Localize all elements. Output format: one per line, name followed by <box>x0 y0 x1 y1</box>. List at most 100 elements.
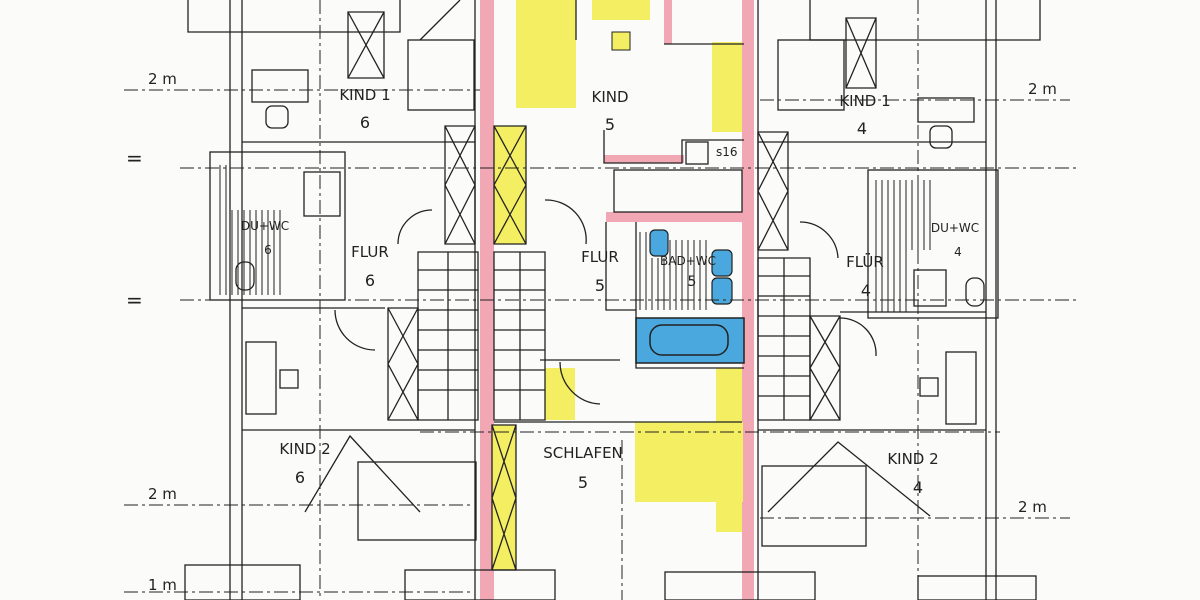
room-name-kind2-left: KIND 2 <box>279 440 331 458</box>
dusche-right-box <box>867 169 999 319</box>
slope-top-left <box>419 0 461 41</box>
bottom-box-1 <box>184 564 301 600</box>
desk-kind2-right <box>945 351 977 425</box>
room-number-flur-left: 6 <box>364 271 376 290</box>
center-hall-wall <box>605 222 636 311</box>
room-number-kind2-right: 4 <box>912 478 924 497</box>
room-name-kind2-right: KIND 2 <box>887 450 939 468</box>
slope-kind2-right <box>767 441 931 517</box>
room-name-kind1-left: KIND 1 <box>339 86 391 104</box>
room-name-flur-left: FLUR <box>351 243 389 261</box>
desk-kind1-right <box>917 97 975 123</box>
door-flur-left <box>334 309 376 351</box>
stair-left <box>417 251 479 421</box>
door-flur-right <box>799 221 839 259</box>
party-wall-upper <box>604 155 684 163</box>
wardrobe-left-1 <box>444 125 476 245</box>
closet-mid-right <box>716 368 742 422</box>
chair-kind1-right <box>929 125 953 149</box>
bed-kind2-right <box>761 465 867 547</box>
bed-kind2-left <box>357 461 477 541</box>
desk-kind1-left <box>251 69 309 103</box>
top-wall-left <box>187 0 401 33</box>
door-kind1-left <box>397 209 433 245</box>
room-number-dusche-left: 6 <box>264 243 272 257</box>
wardrobe-left-2 <box>387 307 419 421</box>
bed-kind1-right <box>777 39 845 111</box>
room-number-flur-right: 4 <box>860 281 872 300</box>
bathtub-inner <box>649 324 729 356</box>
dimension-2m-top-left: 2 m <box>148 70 177 88</box>
dusche-left-hatch <box>219 165 281 295</box>
washbasin <box>649 229 669 257</box>
door-schlafen <box>559 361 601 405</box>
toilet <box>711 249 733 277</box>
sink-left <box>235 261 255 291</box>
closet-bottom-left <box>492 425 516 570</box>
shaft-marker-label: s16 <box>716 145 738 159</box>
door-right-low <box>839 317 877 357</box>
closet-bottom-right-2 <box>716 502 742 532</box>
room-number-schlafen-center: 5 <box>577 473 589 492</box>
bidet <box>711 277 733 305</box>
tray-left <box>303 171 341 217</box>
room-number-kind1-right: 4 <box>856 119 868 138</box>
bottom-box-2 <box>404 569 556 600</box>
top-wall-right <box>809 0 1041 41</box>
room-name-flur-center: FLUR <box>581 248 619 266</box>
room-name-flur-right: FLÜR <box>846 253 884 271</box>
closet-right-top <box>712 42 742 132</box>
wardrobe-right-1 <box>757 131 789 251</box>
room-name-dusche-right: DU+WC <box>930 221 980 235</box>
room-name-schlafen-center: SCHLAFEN <box>543 444 623 462</box>
sink-right <box>965 277 985 307</box>
dimension-1m-bottom-left: 1 m <box>148 576 177 594</box>
bottom-box-3 <box>664 571 816 600</box>
window-box-left <box>347 11 385 79</box>
center-top-room <box>603 130 744 164</box>
closet-stair <box>545 368 575 420</box>
dusche-left-box <box>209 151 346 301</box>
room-name-kind-center: KIND <box>591 88 629 106</box>
dimension-2m-top-right: 2 m <box>1028 80 1057 98</box>
stair-right <box>757 257 811 421</box>
room-name-bad-center: BAD+WC <box>660 254 716 268</box>
room-number-kind1-left: 6 <box>359 113 371 132</box>
room-number-kind2-left: 6 <box>294 468 306 487</box>
bottom-box-4 <box>917 575 1037 600</box>
closet-top-left <box>516 0 576 108</box>
room-number-dusche-right: 4 <box>954 245 962 259</box>
dusche-right-hatch <box>875 180 931 312</box>
closet-bottom-right <box>635 422 743 502</box>
closet-top-small <box>611 31 631 51</box>
dimension-2m-bottom-right: 2 m <box>1018 498 1047 516</box>
chair-kind1-left <box>265 105 289 129</box>
room-number-flur-center: 5 <box>594 276 606 295</box>
wardrobe-center <box>493 125 527 245</box>
closet-hall-left <box>494 126 526 244</box>
bed-center-top <box>613 169 743 213</box>
equal-sign-upper: = <box>126 146 143 170</box>
room-name-kind1-right: KIND 1 <box>839 92 891 110</box>
equal-sign-lower: = <box>126 288 143 312</box>
room-number-bad-center: 5 <box>687 274 697 290</box>
wardrobe-right-2 <box>809 315 841 421</box>
dimension-2m-bottom-left: 2 m <box>148 485 177 503</box>
room-number-kind-center: 5 <box>604 115 616 134</box>
closet-top-mid <box>592 0 650 20</box>
window-box-right <box>845 17 877 89</box>
chair-kind2-right <box>919 377 939 397</box>
party-wall-top <box>664 0 672 44</box>
chair-kind2-left <box>279 369 299 389</box>
stair-center <box>493 251 546 421</box>
party-wall-center <box>606 212 748 222</box>
shaft <box>685 141 709 165</box>
tray-right <box>913 269 947 307</box>
bed-kind1-left <box>407 39 475 111</box>
desk-kind2-left <box>245 341 277 415</box>
door-kind-center <box>544 199 587 245</box>
room-name-dusche-left: DU+WC <box>240 219 290 233</box>
bath-hatch <box>639 232 707 310</box>
